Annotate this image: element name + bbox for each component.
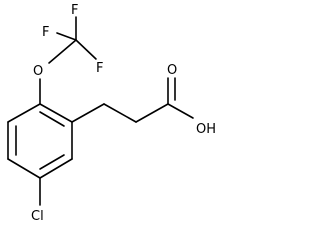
ring-double-bond-top (39, 111, 65, 127)
ring-bond-4 (7, 158, 41, 179)
atom-label-o-carbonyl: O (167, 63, 177, 78)
atom-label-f-top: F (71, 3, 78, 18)
atom-label-oh: OH (196, 122, 216, 137)
ring-bond-1 (39, 103, 73, 123)
chain-bond-2 (103, 103, 137, 123)
ring-double-bond-bottom (39, 154, 65, 170)
chain-bond-3 (135, 103, 169, 123)
bond-c-oh (167, 103, 194, 119)
ring-bond-6 (7, 103, 41, 123)
atom-label-f-left: F (42, 25, 49, 40)
bond-c-f-right (75, 39, 97, 60)
chain-bond-1 (71, 103, 105, 123)
molecule-drawing: F F F O O OH Cl (7, 3, 216, 224)
structure-canvas: F F F O O OH Cl (7, 3, 216, 224)
bond-c-f-left (56, 32, 77, 41)
atom-label-cl: Cl (31, 209, 44, 224)
atom-label-o-ether: O (33, 64, 43, 79)
atom-label-f-right: F (96, 61, 103, 76)
bond-cf3-o (48, 39, 77, 64)
ring-bond-3 (39, 158, 73, 179)
